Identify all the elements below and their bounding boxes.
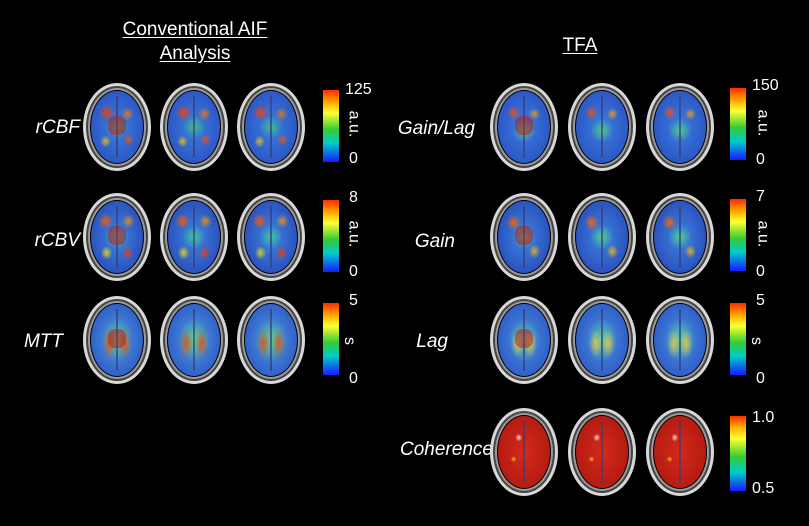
colorbar-coherence-min: 0.5	[752, 480, 775, 497]
brain-slice-mtt-2	[160, 296, 228, 384]
colorbar-rcbf-min: 0	[349, 150, 358, 167]
brain-slice-lag-1	[490, 296, 558, 384]
colorbar-mtt-max: 5	[349, 292, 358, 309]
colorbar-gain-lag-unit: a.u.	[754, 109, 772, 137]
colorbar-lag-max: 5	[756, 292, 765, 309]
row-label-coherence: Coherence	[400, 439, 493, 460]
colorbar-gain-lag-max: 150	[752, 77, 779, 94]
colorbar-gain-min: 0	[756, 263, 765, 280]
colorbar-mtt-unit: s	[341, 337, 358, 345]
row-label-gain-lag: Gain/Lag	[397, 118, 475, 139]
brain-slice-gainlag-1	[490, 83, 558, 171]
colorbar-rcbf	[323, 90, 339, 162]
row-label-gain: Gain	[414, 231, 455, 252]
brain-slice-rcbf-2	[160, 83, 228, 171]
colorbar-gain-max: 7	[756, 188, 765, 205]
brain-slice-lag-3	[646, 296, 714, 384]
brain-slice-lag-2	[568, 296, 636, 384]
colorbar-gain-unit: a.u.	[754, 220, 772, 248]
brain-slice-gain-1	[490, 193, 558, 281]
brain-slice-mtt-1	[83, 296, 151, 384]
brain-slice-gain-3	[646, 193, 714, 281]
colorbar-rcbv	[323, 200, 339, 272]
brain-slice-gainlag-2	[568, 83, 636, 171]
colorbar-rcbv-unit: a.u.	[345, 220, 363, 248]
brain-slice-rcbv-1	[83, 193, 151, 281]
colorbar-gain	[730, 199, 746, 271]
brain-slice-coherence-1	[490, 408, 558, 496]
colorbar-lag	[730, 303, 746, 375]
colorbar-mtt	[323, 303, 339, 375]
left-heading: Conventional AIF Analysis	[122, 19, 268, 64]
row-label-rcbf: rCBF	[35, 117, 80, 138]
colorbar-coherence-max: 1.0	[752, 409, 775, 426]
brain-slice-coherence-3	[646, 408, 714, 496]
row-label-lag: Lag	[416, 331, 448, 352]
colorbar-mtt-min: 0	[349, 370, 358, 387]
brain-slice-coherence-2	[568, 408, 636, 496]
brain-slice-gainlag-3	[646, 83, 714, 171]
brain-slice-gain-2	[568, 193, 636, 281]
colorbar-coherence	[730, 416, 746, 491]
brain-slice-rcbv-2	[160, 193, 228, 281]
colorbar-gain-lag	[730, 88, 746, 160]
right-heading: TFA	[562, 35, 598, 56]
brain-slice-mtt-3	[237, 296, 305, 384]
brain-slice-rcbf-3	[237, 83, 305, 171]
brain-slice-rcbv-3	[237, 193, 305, 281]
colorbar-rcbf-max: 125	[345, 81, 372, 98]
colorbar-rcbv-max: 8	[349, 189, 358, 206]
colorbar-rcbf-unit: a.u.	[345, 110, 363, 138]
colorbar-lag-unit: s	[748, 337, 765, 345]
row-label-rcbv: rCBV	[34, 230, 80, 251]
brain-slice-rcbf-1	[83, 83, 151, 171]
colorbar-rcbv-min: 0	[349, 263, 358, 280]
colorbar-gain-lag-min: 0	[756, 151, 765, 168]
row-label-mtt: MTT	[23, 331, 63, 352]
colorbar-lag-min: 0	[756, 370, 765, 387]
